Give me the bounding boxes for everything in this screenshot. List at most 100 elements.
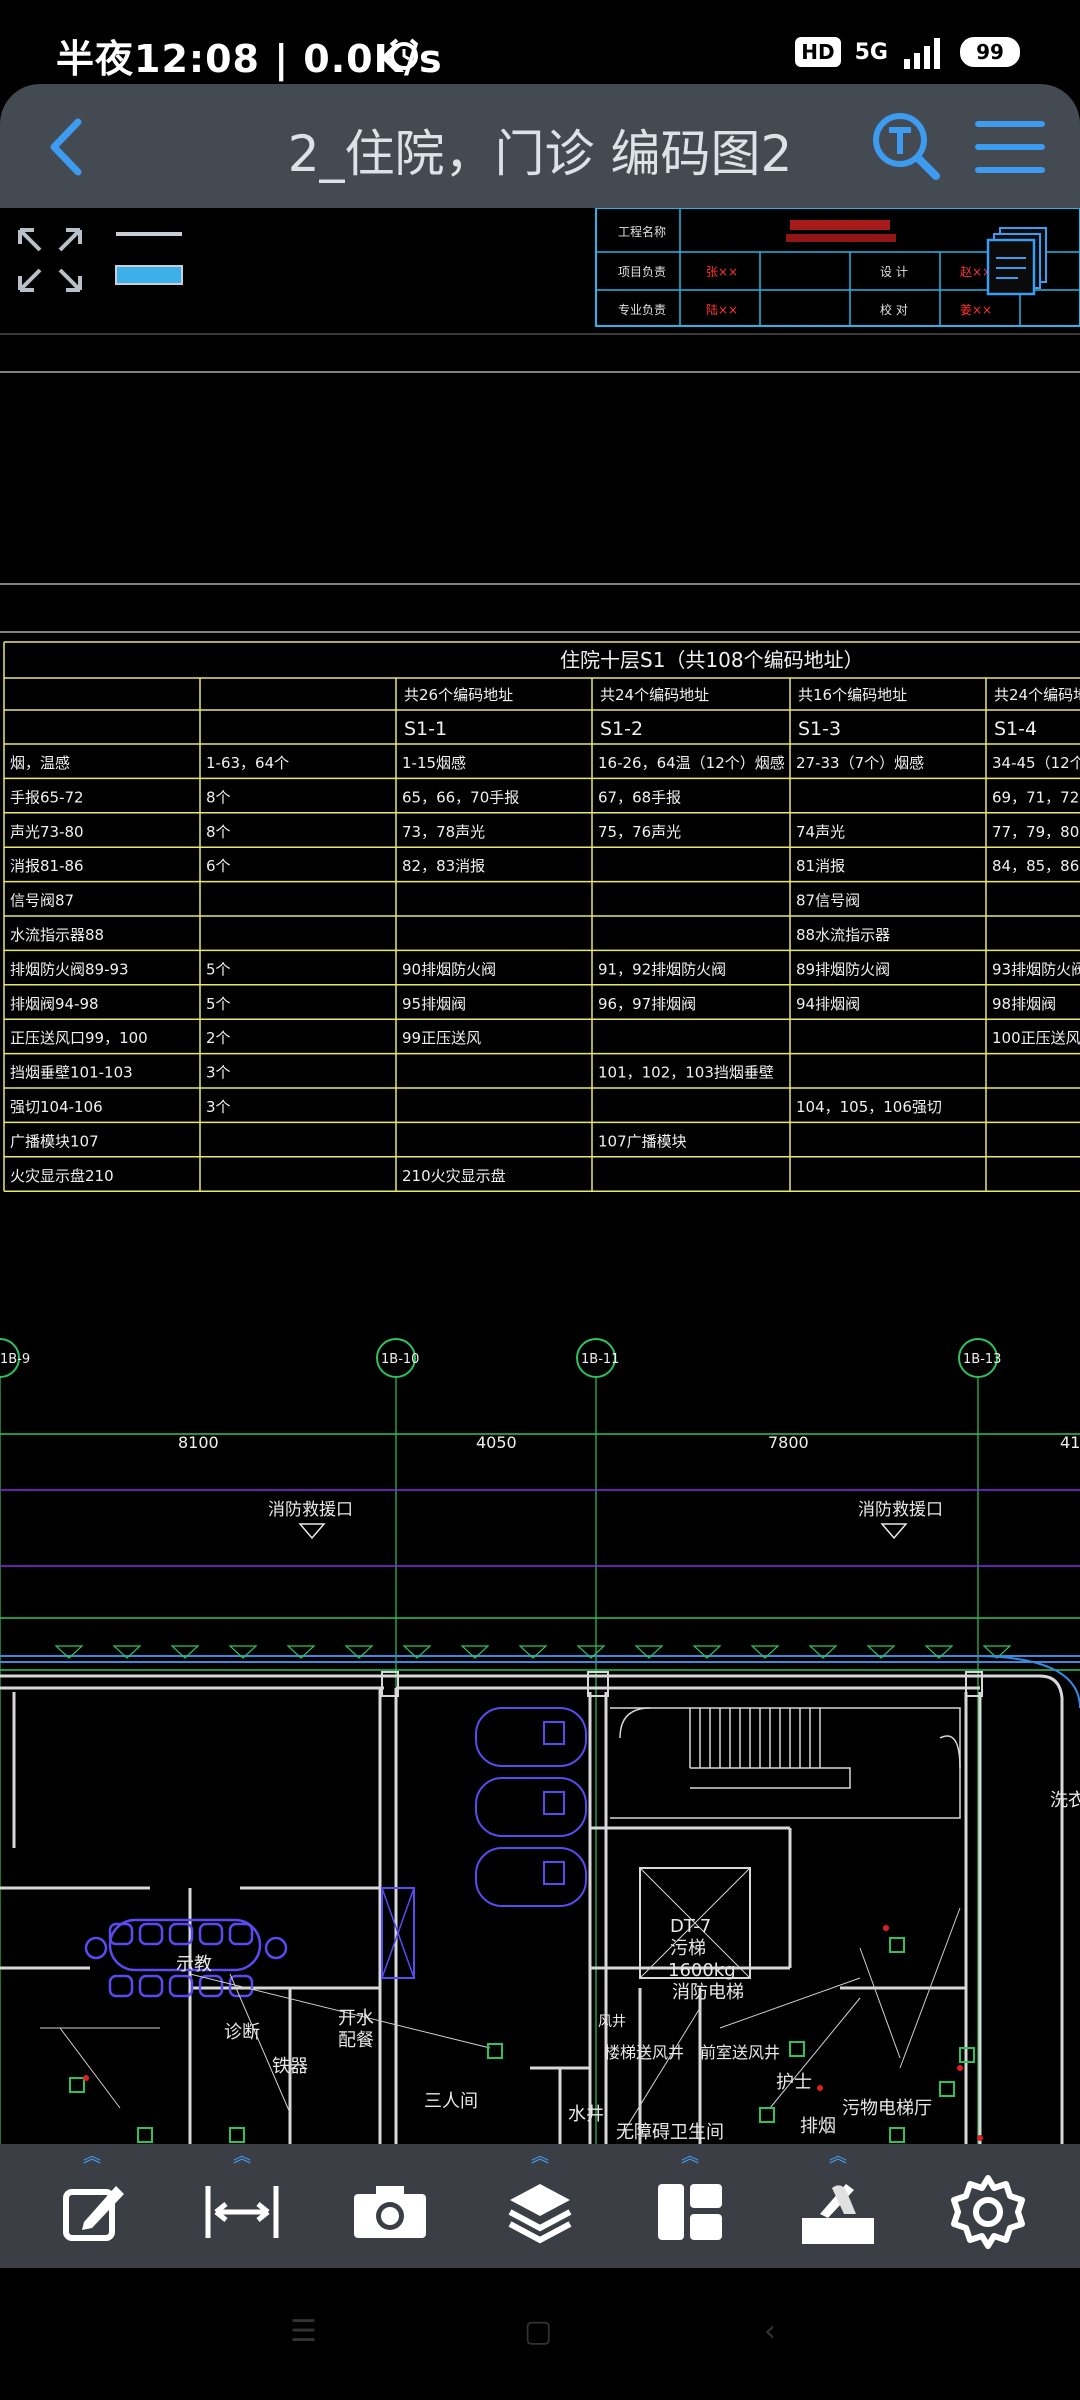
layout-pages-icon[interactable]: [986, 227, 1047, 296]
table-cell: 5个: [206, 995, 231, 1013]
room-label-14: 开水: [338, 2008, 374, 2029]
room-label-2: 楼梯送风井: [604, 2043, 684, 2062]
group-header: 共24个编码地址: [994, 686, 1080, 704]
recent-apps-icon[interactable]: ☰: [290, 2314, 317, 2349]
hamburger-menu-icon[interactable]: [974, 116, 1046, 178]
table-cell: 84，85，86: [992, 857, 1079, 875]
table-cell: 6个: [206, 857, 231, 875]
table-cell: 消报81-86: [10, 857, 84, 875]
room-label-1: 三人间: [424, 2091, 478, 2112]
table-cell: 89排烟防火阀: [796, 960, 890, 978]
table-cell: 排烟阀94-98: [10, 995, 99, 1013]
back-nav-icon[interactable]: ‹: [764, 2314, 776, 2349]
room-label-10: 护士: [776, 2072, 812, 2093]
table-cell: 声光73-80: [10, 823, 84, 841]
group-header: 共16个编码地址: [798, 686, 907, 704]
expand-caret-icon: ︽: [829, 2146, 847, 2167]
search-text-icon[interactable]: [870, 110, 942, 182]
layers-tool[interactable]: ︽: [492, 2148, 588, 2260]
table-cell: 强切104-106: [10, 1098, 103, 1116]
rescue-label-2: 消防救援口: [858, 1500, 943, 1520]
gear-icon: [951, 2175, 1025, 2249]
table-cell: 1-63，64个: [206, 754, 289, 772]
axis-label: 1B-11: [581, 1352, 619, 1367]
axis-label: 1B-10: [381, 1352, 419, 1367]
titleblock-label-0: 工程名称: [618, 224, 666, 239]
table-cell: 210火灾显示盘: [402, 1167, 506, 1185]
titleblock-c3-1: 设 计: [880, 265, 908, 279]
titleblock-value-1: 张××: [706, 265, 738, 279]
titleblock-label-2: 专业负责: [618, 302, 666, 317]
room-label-12: 排烟: [800, 2116, 836, 2137]
table-cell: 5个: [206, 960, 231, 978]
room-label-0: 示教: [176, 1954, 212, 1975]
address-table: 住院十层S1（共108个编码地址） 共26个编码地址 共24个编码地址 共16个编码地…: [3, 641, 1080, 1192]
table-cell: 8个: [206, 788, 231, 806]
room-label-7: 消防电梯: [672, 1982, 744, 2003]
table-cell: 排烟防火阀89-93: [10, 960, 129, 978]
back-chevron-icon[interactable]: [34, 112, 104, 182]
system-nav-bar: ☰ ▢ ‹: [0, 2268, 1080, 2400]
dimension-label: 4050: [476, 1433, 517, 1452]
table-cell: 广播模块107: [10, 1132, 99, 1150]
table-title: 住院十层S1（共108个编码地址）: [560, 648, 864, 672]
axis-bubble: [0, 1338, 20, 1378]
group-header: 共26个编码地址: [404, 686, 513, 704]
sub-header: S1-3: [798, 718, 841, 740]
titleblock-c4-2: 姜××: [960, 303, 992, 317]
table-cell: 81消报: [796, 857, 845, 875]
table-cell: 101，102，103挡烟垂壁: [598, 1064, 774, 1082]
table-cell: 34-45（12个: [992, 754, 1080, 772]
table-cell: 100正压送风: [992, 1029, 1080, 1047]
table-cell: 火灾显示盘210: [10, 1167, 114, 1185]
rescue-label-1: 消防救援口: [268, 1500, 353, 1520]
table-cell: 107广播模块: [598, 1132, 687, 1150]
status-time: 半夜12:08 | 0.0K/s: [56, 37, 443, 81]
layers-icon: [508, 2184, 572, 2244]
toolbox-tool[interactable]: ︽: [790, 2148, 886, 2260]
expand-caret-icon: ︽: [681, 2146, 699, 2167]
app-header: 2_住院，门诊 编码图2: [0, 84, 1080, 208]
table-cell: 94排烟阀: [796, 995, 860, 1013]
page-title: 2_住院，门诊 编码图2: [287, 125, 793, 183]
camera-icon: [354, 2186, 426, 2238]
table-cell: 67，68手报: [598, 788, 681, 806]
layout-panel-icon: [658, 2184, 722, 2240]
edit-pencil-icon: [63, 2186, 124, 2241]
alarm-clock-icon: [389, 38, 419, 70]
camera-tool[interactable]: [342, 2164, 438, 2260]
titleblock-label-1: 项目负责: [618, 265, 666, 279]
table-cell: 75，76声光: [598, 823, 681, 841]
titleblock-c4-1: 赵××: [960, 265, 992, 279]
measure-tool[interactable]: ︽: [194, 2148, 290, 2260]
table-cell: 水流指示器88: [10, 926, 104, 944]
table-cell: 正压送风口99，100: [10, 1029, 148, 1047]
cad-drawing-canvas[interactable]: 工程名称 项目负责 专业负责 张×× 陆×× 设 计 校 对 赵×× 姜×× 住…: [0, 208, 1080, 2144]
table-cell: 87信号阀: [796, 892, 860, 910]
dimension-label: 41: [1060, 1433, 1080, 1452]
table-cell: 104，105，106强切: [796, 1098, 942, 1116]
status-bar: 半夜12:08 | 0.0K/s HD 5G 99: [0, 0, 1080, 84]
layout-tool[interactable]: ︽: [642, 2148, 738, 2260]
table-cell: 16-26，64温（12个）烟感: [598, 754, 785, 772]
table-cell: 27-33（7个）烟感: [796, 754, 924, 772]
room-label-18: 风井: [598, 2014, 626, 2030]
table-cell: 90排烟防火阀: [402, 960, 496, 978]
room-label-17: 洗衣: [1050, 1790, 1080, 1811]
table-cell: 91，92排烟防火阀: [598, 960, 726, 978]
table-cell: 烟，温感: [10, 754, 70, 772]
color-sample: [115, 265, 183, 285]
home-icon[interactable]: ▢: [524, 2314, 553, 2349]
fullscreen-toggle-icon[interactable]: [18, 228, 82, 292]
group-header: 共24个编码地址: [600, 686, 709, 704]
cad-drawing[interactable]: 工程名称 项目负责 专业负责 张×× 陆×× 设 计 校 对 赵×× 姜×× 住…: [0, 208, 1080, 2144]
bottom-toolbar: ︽ ︽ ︽ ︽: [0, 2144, 1080, 2268]
room-label-6: 1600kg: [668, 1960, 736, 1981]
table-cell: 99正压送风: [402, 1029, 481, 1047]
titleblock-value-2: 陆××: [706, 302, 738, 317]
settings-tool[interactable]: [940, 2164, 1036, 2260]
titleblock-c3-2: 校 对: [880, 302, 908, 317]
edit-tool[interactable]: ︽: [44, 2148, 140, 2260]
status-indicators: HD 5G 99: [795, 32, 1020, 72]
